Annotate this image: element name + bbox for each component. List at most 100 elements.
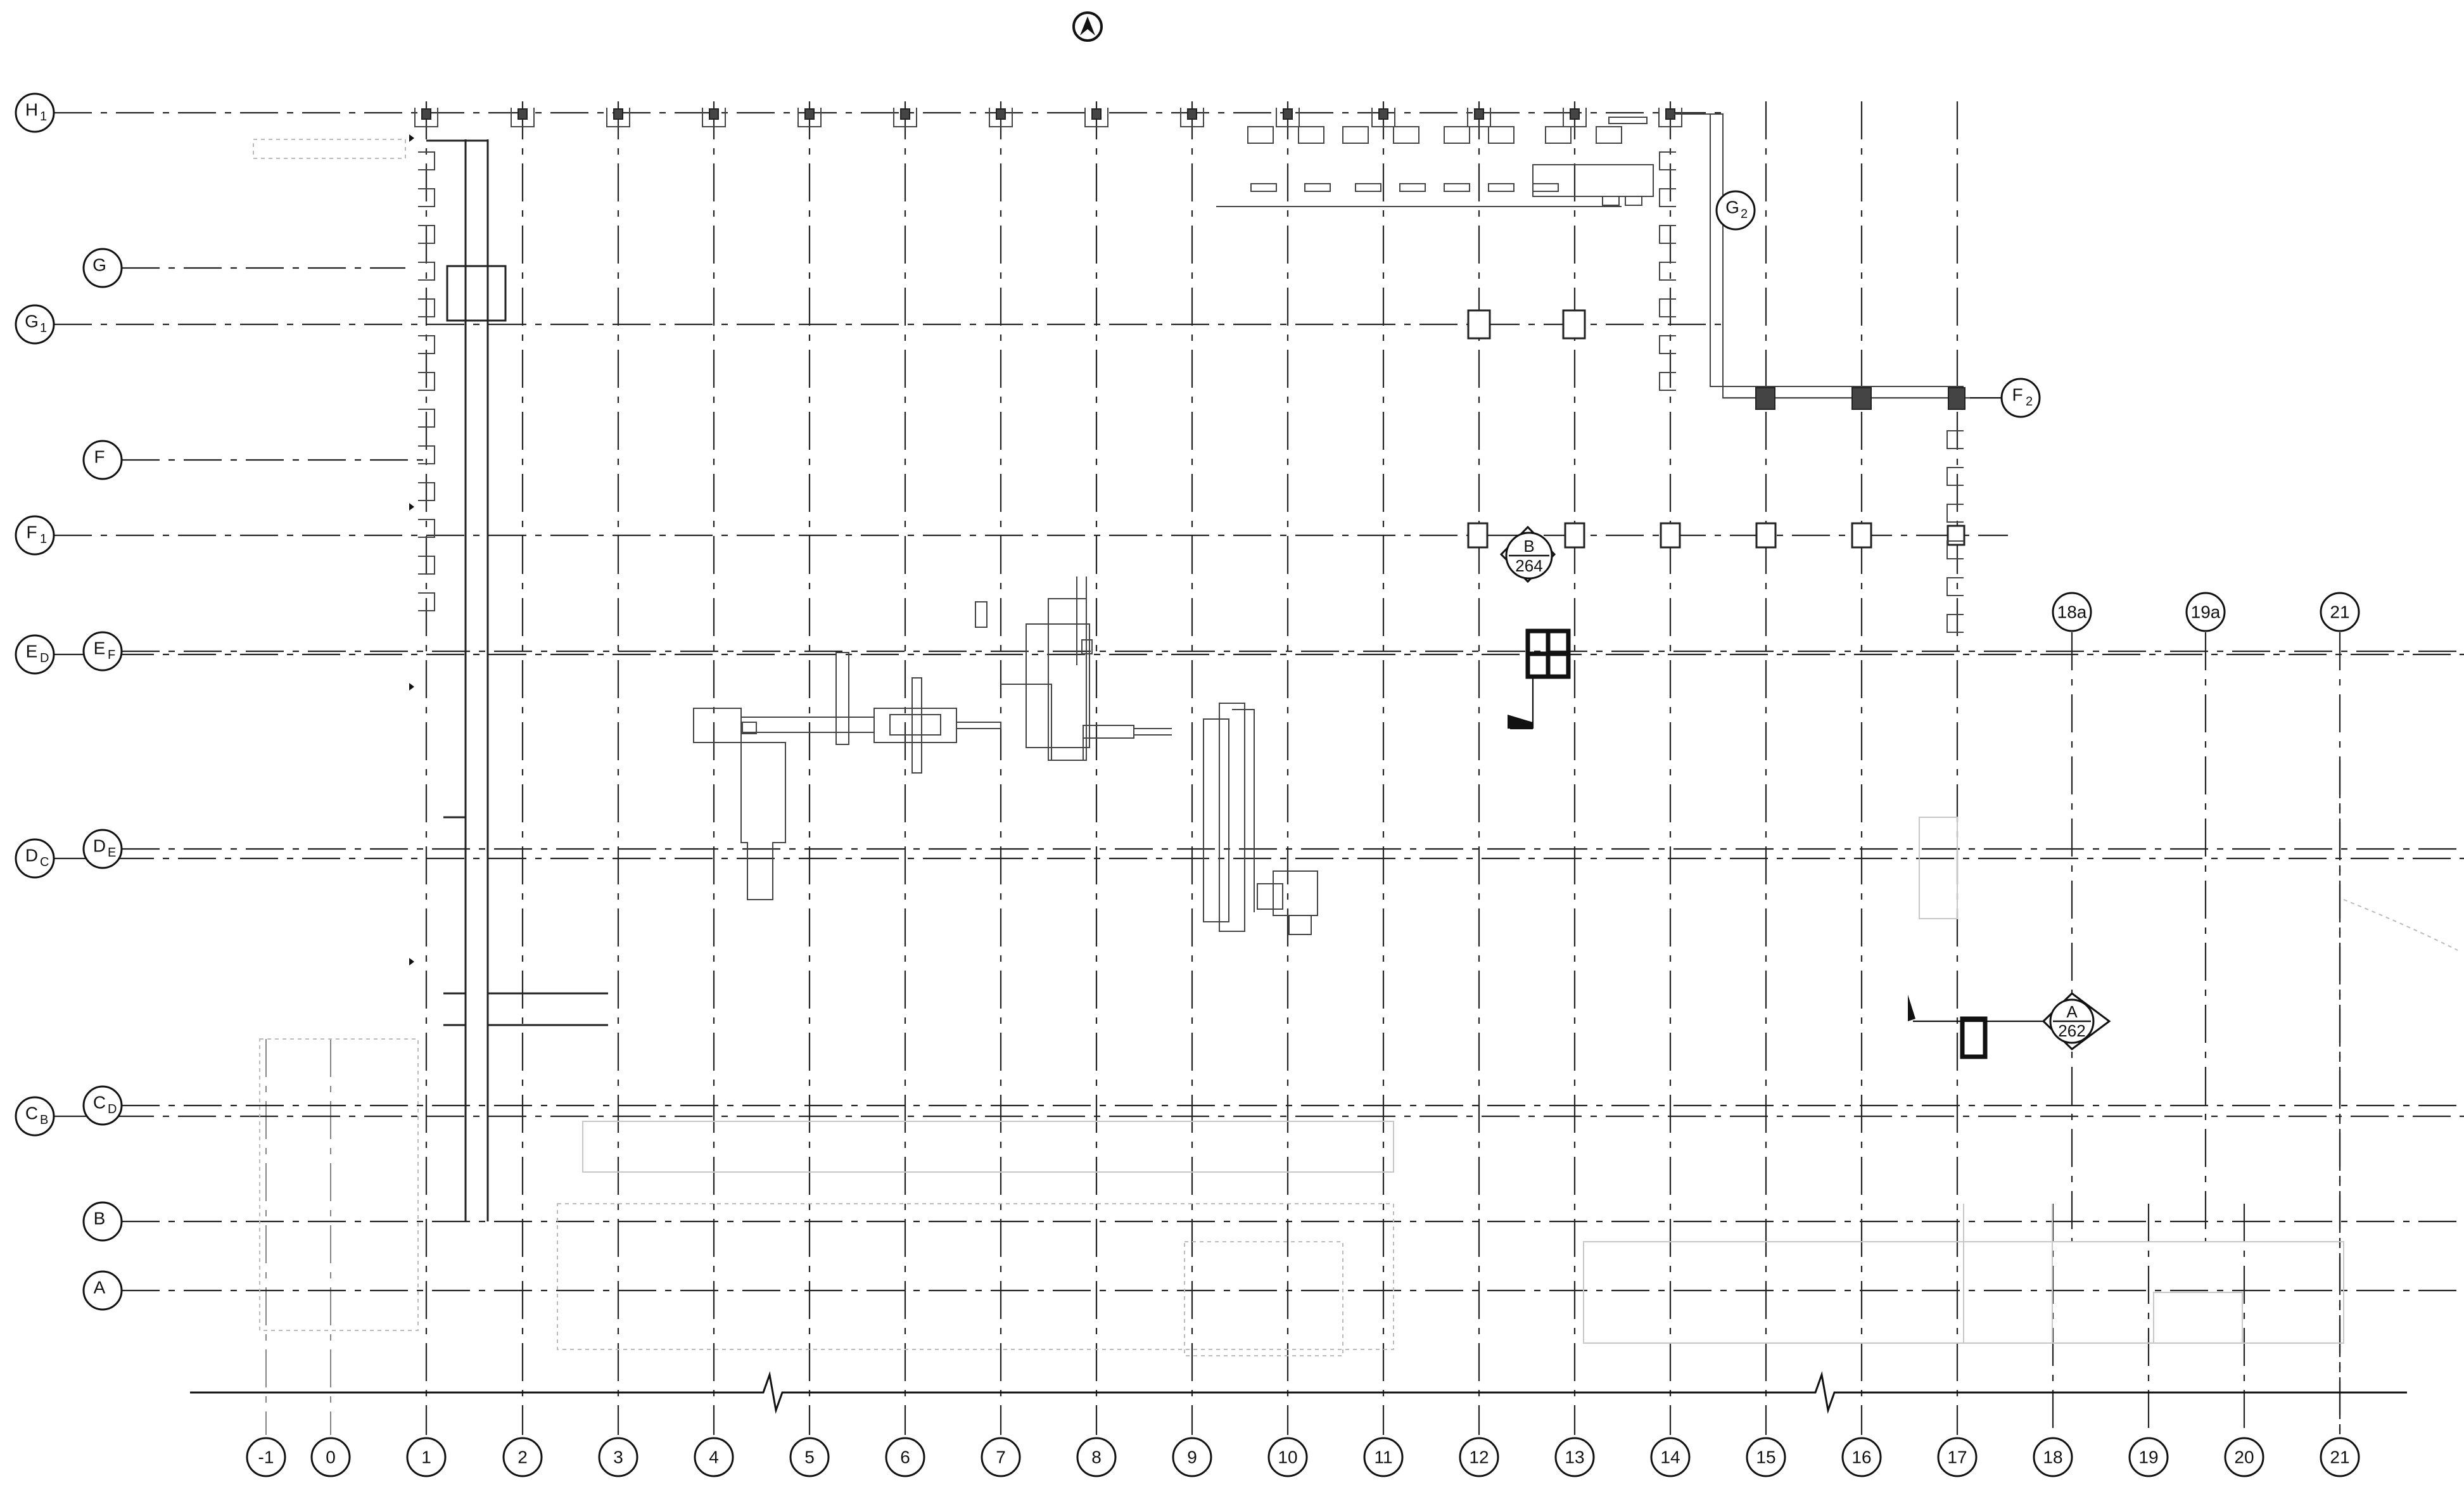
grid-label: E xyxy=(94,639,106,658)
grid-bubble-column: 7 xyxy=(981,1437,1021,1477)
grid-label: 4 xyxy=(709,1448,719,1467)
grid-label: B xyxy=(94,1209,106,1228)
column-marker xyxy=(1563,108,1587,127)
column-marker xyxy=(418,409,435,428)
column-marker xyxy=(1570,108,1580,120)
column-marker xyxy=(1659,151,1676,170)
west-edge-ticks xyxy=(409,134,414,966)
grid-label: 2 xyxy=(518,1448,528,1467)
column-marker xyxy=(1946,614,1964,633)
grid-label: G xyxy=(1725,198,1739,217)
column-marker xyxy=(418,372,435,391)
east-column-markers xyxy=(1659,151,1964,633)
grid-label: A xyxy=(94,1278,106,1297)
base-line xyxy=(190,1371,2407,1414)
grid-label: 16 xyxy=(1851,1448,1871,1467)
column-marker xyxy=(1378,108,1388,120)
column-marker xyxy=(1946,504,1964,523)
column-marker xyxy=(1371,108,1395,127)
grid-bubble-row: G xyxy=(82,248,123,288)
grid-label: 19a xyxy=(2191,602,2221,622)
grid-label: 18 xyxy=(2043,1448,2062,1467)
column-marker xyxy=(606,108,630,127)
column-marker xyxy=(418,592,435,611)
grid-label-subscript: 2 xyxy=(2026,395,2033,409)
central-duct-assembly xyxy=(693,577,1318,935)
existing-building-outline xyxy=(253,139,2458,1356)
grid-label: 8 xyxy=(1091,1448,1102,1467)
column-marker xyxy=(996,108,1006,120)
grid-bubble-column: 0 xyxy=(310,1437,351,1477)
grid-bubble-row: A xyxy=(82,1270,123,1311)
column-marker xyxy=(418,188,435,207)
grid-bubble-column: 12 xyxy=(1459,1437,1499,1477)
grid-bubble-column: 6 xyxy=(885,1437,925,1477)
grid-label: G xyxy=(92,255,106,275)
grid-label: F xyxy=(94,447,105,467)
column-marker xyxy=(900,108,910,120)
column-marker xyxy=(418,335,435,354)
grid-bubble-column: 14 xyxy=(1650,1437,1691,1477)
grid-label: C xyxy=(25,1104,38,1123)
column-marker xyxy=(1659,298,1676,317)
column-marker xyxy=(709,108,719,120)
grid-label: 5 xyxy=(804,1448,815,1467)
north-arrow-icon xyxy=(1072,11,1103,42)
column-marker xyxy=(1946,577,1964,596)
column-marker xyxy=(797,108,822,127)
grid-bubble-column: 16 xyxy=(1841,1437,1882,1477)
grid-label-subscript: E xyxy=(108,846,116,860)
grid-label: 15 xyxy=(1756,1448,1775,1467)
grid-bubble-column: 9 xyxy=(1172,1437,1212,1477)
section-letter: A xyxy=(2066,1002,2078,1021)
grid-label: 1 xyxy=(421,1448,431,1467)
grid-label: 14 xyxy=(1660,1448,1680,1467)
grid-bubble-column: 19 xyxy=(2128,1437,2169,1477)
grid-label: 21 xyxy=(2330,602,2349,622)
grid-label: 19 xyxy=(2138,1448,2158,1467)
column-marker xyxy=(418,225,435,244)
grid-label: 21 xyxy=(2330,1448,2349,1467)
grid-bubble-column: 18a xyxy=(2052,592,2092,632)
column-marker xyxy=(1180,108,1204,127)
grid-bubble-column: 4 xyxy=(694,1437,734,1477)
column-marker xyxy=(1659,262,1676,281)
grid-label: 20 xyxy=(2234,1448,2254,1467)
column-marker xyxy=(613,108,623,120)
column-marker xyxy=(414,108,438,127)
grid-bubble-column: -1 xyxy=(246,1437,286,1477)
grid-label: G xyxy=(25,312,39,331)
grid-label: 12 xyxy=(1469,1448,1489,1467)
section-sheet: 264 xyxy=(1515,556,1542,575)
grid-bubble-column: 11 xyxy=(1363,1437,1404,1477)
column-marker xyxy=(1946,467,1964,486)
grid-bubble-column: 21 xyxy=(2320,1437,2360,1477)
grid-bubble-row: B xyxy=(82,1201,123,1242)
grid-label: F xyxy=(26,523,37,542)
grid-label: D xyxy=(25,846,38,865)
column-marker xyxy=(1474,108,1484,120)
column-marker xyxy=(511,108,535,127)
grid-label: 6 xyxy=(900,1448,910,1467)
northeast-block xyxy=(1216,113,1970,549)
section-marker-b: B 264 xyxy=(1499,525,1556,583)
grid-label-subscript: C xyxy=(40,855,49,869)
grid-label: 0 xyxy=(326,1448,336,1467)
grid-label-subscript: B xyxy=(40,1113,48,1127)
section-marker-a: A 262 xyxy=(2042,992,2111,1050)
grid-bubble-column: 2 xyxy=(502,1437,543,1477)
column-marker xyxy=(1659,372,1676,391)
grid-bubble-column: 8 xyxy=(1076,1437,1117,1477)
column-marker xyxy=(1276,108,1300,127)
grid-label: 3 xyxy=(613,1448,623,1467)
column-marker xyxy=(1187,108,1197,120)
grid-label: 17 xyxy=(1947,1448,1967,1467)
column-marker xyxy=(1467,108,1491,127)
